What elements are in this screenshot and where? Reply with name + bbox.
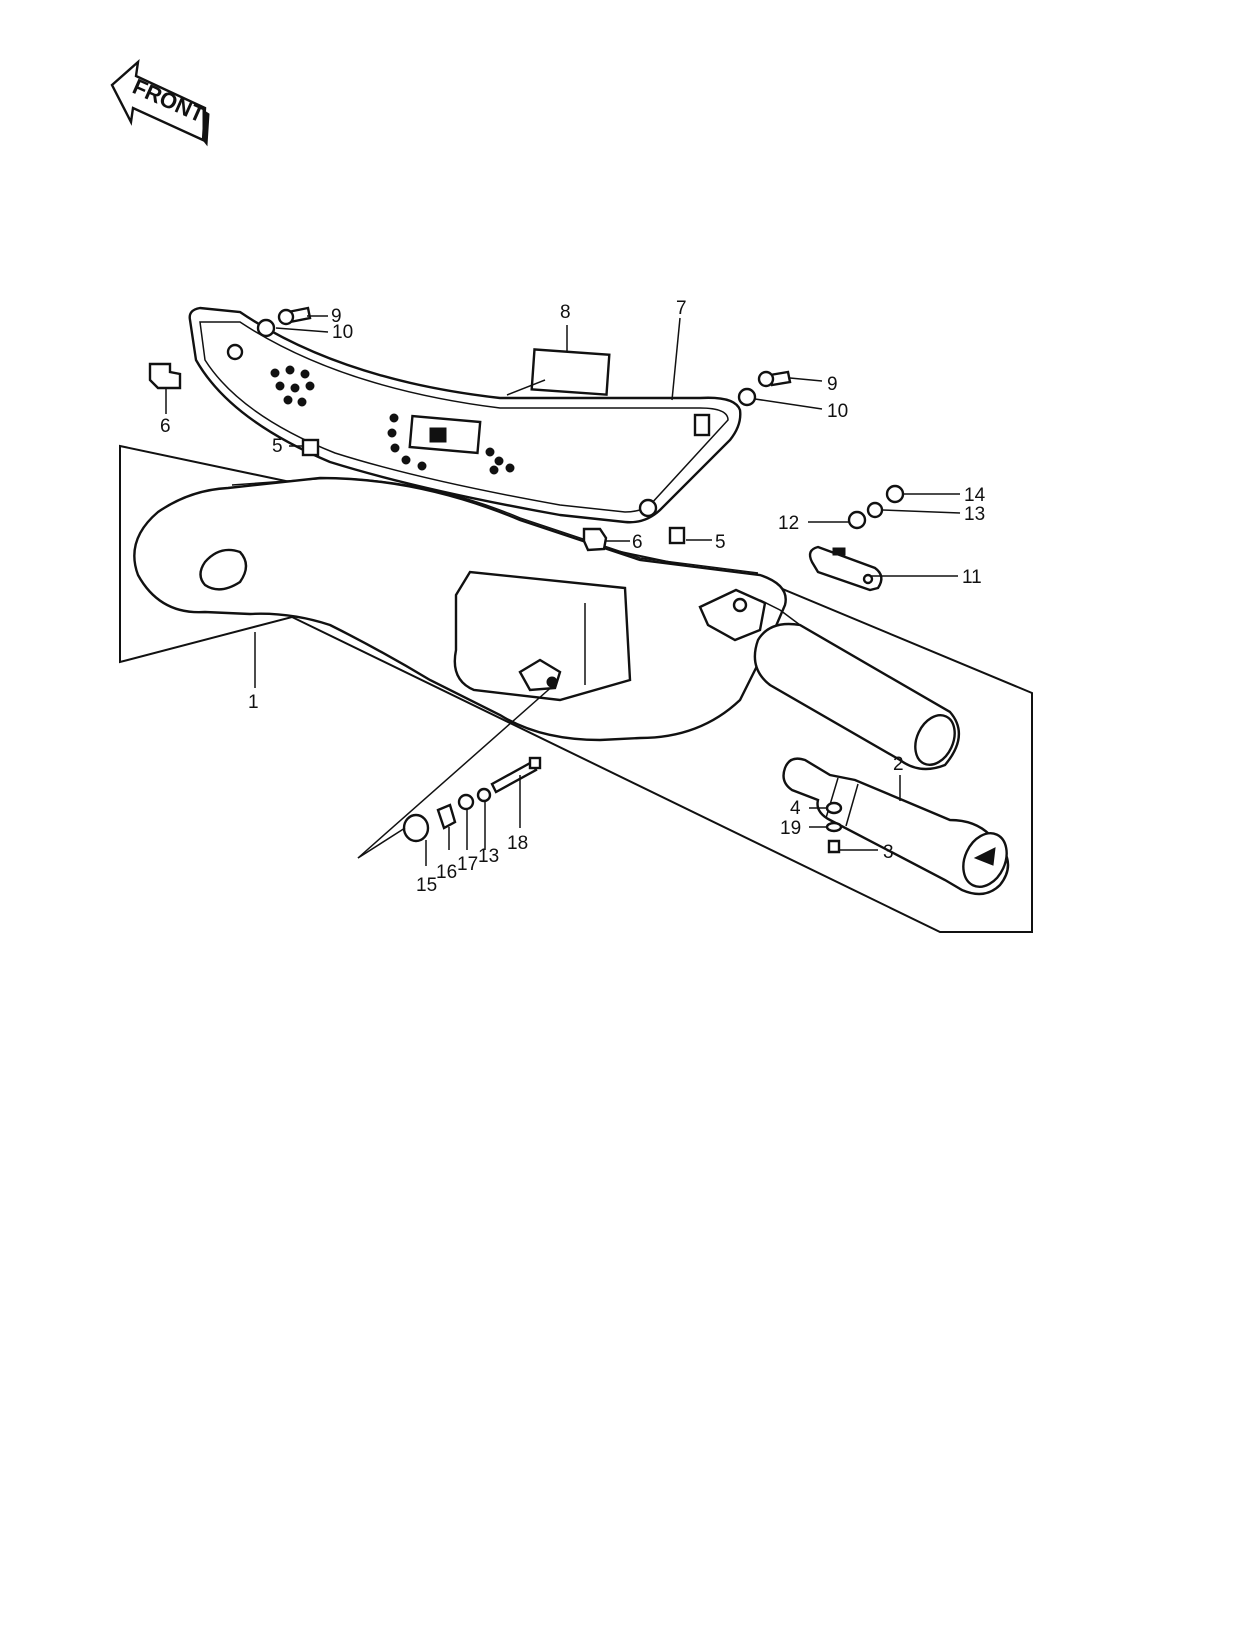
callout-1: 1: [248, 692, 259, 713]
mount-bracket: [808, 545, 883, 592]
callout-14: 14: [964, 485, 986, 506]
silencer-insert: [782, 757, 1010, 896]
callout-16: 16: [436, 862, 457, 883]
label-plate: [530, 348, 611, 396]
callout-3: 3: [883, 842, 894, 863]
callout-13-right: 13: [964, 504, 985, 525]
callout-10-right: 10: [827, 401, 848, 422]
callout-7: 7: [676, 298, 687, 319]
callout-12: 12: [778, 513, 799, 534]
callout-6-left: 6: [160, 416, 171, 437]
callout-9-right: 9: [827, 374, 838, 395]
hardware-parts: [148, 306, 905, 854]
callout-18: 18: [507, 833, 528, 854]
callout-10-top: 10: [332, 322, 353, 343]
callout-numbers: 9 10 8 7 6 5 6 5 9 10 14 13 12 11 1 2 4 …: [160, 298, 986, 896]
callout-11: 11: [962, 567, 982, 588]
callout-5-right: 5: [715, 532, 726, 553]
muffler-body: [133, 476, 961, 771]
callout-19: 19: [780, 818, 801, 839]
callout-17: 17: [457, 854, 478, 875]
callout-5-left: 5: [272, 436, 283, 457]
heat-guard-plate: [188, 306, 742, 524]
leader-lines: [165, 315, 961, 866]
callout-2: 2: [893, 754, 904, 775]
callout-13-bottom: 13: [478, 846, 499, 867]
callout-8: 8: [560, 302, 571, 323]
front-arrow-icon: FRONT: [110, 58, 210, 147]
callout-15: 15: [416, 875, 437, 896]
callout-9-top: 9: [331, 306, 342, 327]
assembly-outline: [119, 444, 1033, 933]
callout-6-right: 6: [632, 532, 643, 553]
callout-4: 4: [790, 798, 801, 819]
